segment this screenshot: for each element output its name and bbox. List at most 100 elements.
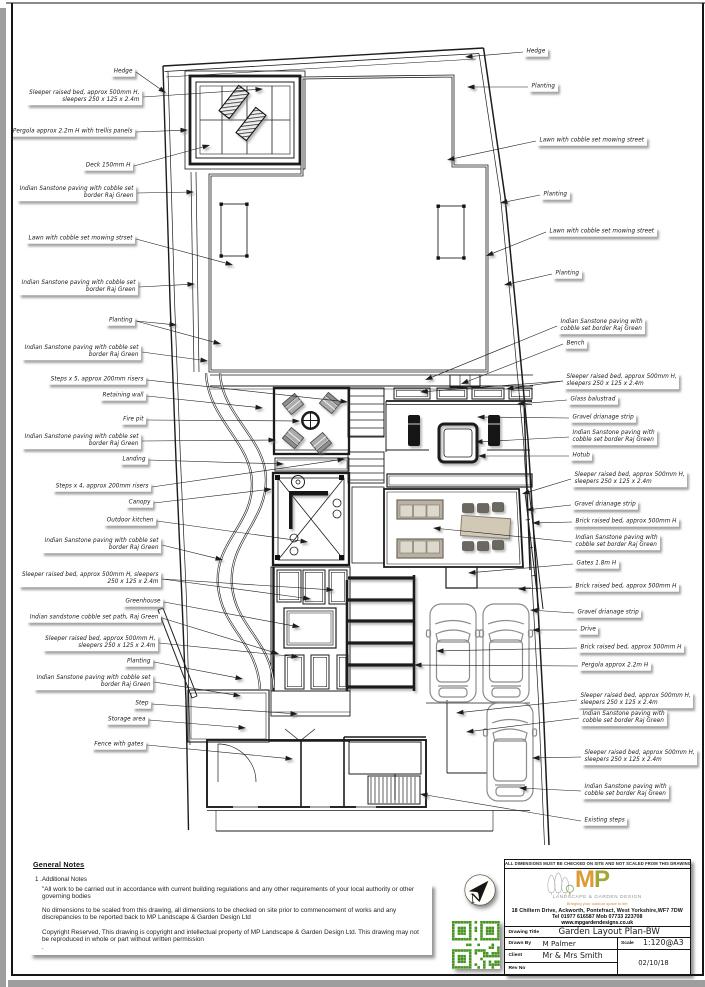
scale-label: Scale: [621, 940, 634, 946]
rev-no-row: Rev No: [505, 963, 617, 975]
client-row: Client Mr & Mrs Smith: [505, 950, 617, 964]
drive-pergola: [348, 575, 416, 691]
sheet-border-bottom: [10, 974, 704, 977]
plan-label: Sleeper raised bed, approx 500mm H,sleep…: [578, 692, 694, 708]
note-paragraph: "All work to be carried out in accordanc…: [42, 886, 415, 901]
plan-label: Planting: [124, 657, 153, 667]
plan-label: Glass balustrad: [568, 395, 618, 405]
storage-area: [187, 689, 270, 743]
lawn: [208, 74, 489, 373]
sun-lounger: [235, 106, 267, 142]
kitchen-garden: [270, 566, 351, 692]
plan-label: Existing steps: [582, 816, 628, 826]
plan-label: Sleeper raised bed, approx 500mm H,sleep…: [26, 89, 142, 105]
car: [425, 603, 481, 703]
plan-label: Sleeper raised bed, approx 500mm H, slee…: [19, 571, 161, 587]
plan-label: Gravel drianage strip: [572, 500, 639, 510]
note-paragraph: Copyright Reserved, This drawing is copy…: [42, 928, 419, 943]
sofa: [396, 538, 444, 559]
plan-label: Sleeper raised bed, approx 500mm H,sleep…: [582, 749, 698, 765]
plan-label: Steps x 5, approx 200mm risers: [48, 375, 146, 385]
fire-pit-area: [272, 386, 351, 456]
existing-steps: [367, 775, 421, 805]
house: [206, 736, 530, 832]
company-logo-zone: MP LANDSCAPE & GARDEN DESIGN Bringing yo…: [505, 866, 690, 927]
logo-trees-icon: [547, 872, 574, 896]
notes-trailing-dot: .: [42, 943, 44, 951]
hot-tub: [437, 422, 479, 464]
sheet-border-left: [10, 3, 13, 976]
plan-label: Sleeper raised bed, approx 500mm H,sleep…: [572, 471, 688, 487]
plan-label: Sleeper raised bed, approx 500mm H,sleep…: [42, 635, 158, 651]
svg-text:N: N: [468, 890, 484, 908]
drawn-by-value: M Palmer: [542, 938, 576, 948]
plan-label: Step: [132, 699, 151, 709]
sleeper-beds-row: [393, 387, 533, 400]
qr-code: [452, 921, 500, 969]
step-area: [270, 690, 351, 717]
north-arrow: N: [464, 874, 496, 908]
notes-item: 1 .Additional Notes: [35, 876, 87, 883]
plan-label: Retaining wall: [100, 391, 146, 401]
plan-label: Fire pit: [120, 415, 146, 425]
steps-x4: [347, 451, 385, 484]
terrace-strip: [210, 374, 533, 400]
leader-lines: [133, 51, 582, 822]
plan-label: Pergola approx 2.2m H: [579, 661, 651, 671]
sheet-border-right: [701, 3, 704, 976]
greenhouse: [283, 607, 337, 649]
client-value: Mr & Mrs Smith: [542, 950, 603, 960]
plan-label: Gravel drianage strip: [575, 608, 642, 618]
plan-label: Planting: [529, 82, 558, 92]
car: [482, 702, 538, 802]
general-notes: General Notes 1 .Additional Notes "All w…: [30, 860, 440, 955]
dining-table: [459, 514, 512, 540]
drawing-title-label: Drawing Title: [508, 929, 540, 935]
side-paving: [190, 171, 200, 373]
car: [478, 603, 534, 703]
drawn-by-row: Drawn By M Palmer Scale 1:120@A3: [505, 937, 690, 950]
plan-label: Lawn with cobble set mowing street: [547, 227, 657, 237]
plan-label: Planting: [553, 269, 582, 279]
winding-path: [204, 372, 276, 691]
date-value: 02/10/18: [638, 958, 669, 967]
plan-label: Hedge: [524, 47, 548, 57]
plan-label: Deck 150mm H: [83, 161, 133, 171]
lawn-planting-bed: [220, 203, 465, 259]
plan-label: Hedge: [111, 67, 135, 77]
drawing-title-row: Drawing Title Garden Layout Plan-BW: [505, 927, 690, 938]
general-notes-heading: General Notes: [33, 860, 85, 869]
plan-label: Pergola approx 2.2m H with trellis panel…: [10, 127, 135, 137]
leader-arrowheads: [158, 53, 540, 798]
fence-with-gates: [157, 607, 350, 742]
date-cell: 02/10/18: [618, 950, 690, 977]
dimensions-disclaimer: ALL DIMENSIONS MUST BE CHECKED ON SITE A…: [505, 860, 690, 870]
plan-label: Hotub: [570, 451, 593, 461]
logo-letter-p: P: [594, 866, 610, 894]
plan-label: Outdoor kitchen: [104, 516, 156, 526]
deck-pergola: [184, 70, 306, 170]
logo-letter-m: M: [575, 866, 595, 894]
plan-label: Indian sandstone cobble set path, Raj Gr…: [27, 613, 161, 623]
plan-label: Storage area: [105, 715, 148, 725]
plan-label: Lawn with cobble set mowing street: [537, 136, 647, 146]
drawn-by-label: Drawn By: [508, 940, 532, 946]
plan-label: Sleeper raised bed, approx 500mm H,sleep…: [564, 373, 680, 389]
dining-patio: [383, 488, 524, 589]
path-landing-strip: [351, 486, 385, 564]
sofa: [396, 499, 444, 520]
plan-label: Fence with gates: [91, 740, 146, 750]
gravel-strip: [386, 473, 533, 488]
scan-edge-bottom: [8, 980, 705, 987]
company-name: LANDSCAPE & GARDEN DESIGN: [552, 895, 642, 901]
sun-lounger: [218, 84, 250, 120]
